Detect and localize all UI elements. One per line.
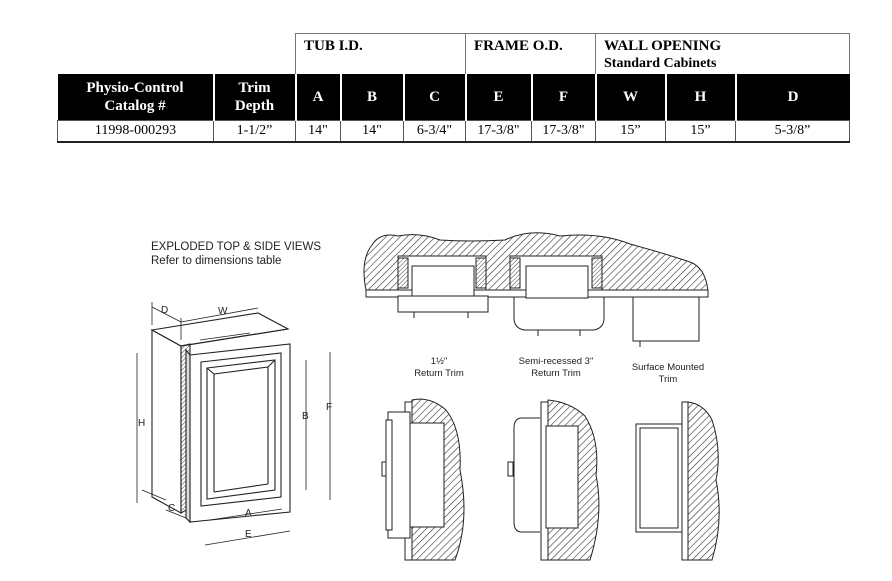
dim-label-h: H xyxy=(138,418,145,429)
dim-label-e: E xyxy=(245,529,252,540)
column-header: B xyxy=(339,73,404,120)
column-header: E xyxy=(464,73,532,120)
side-view-1 xyxy=(381,398,465,561)
table-cell: 15” xyxy=(665,119,736,143)
table-cell: 6-3/4" xyxy=(403,119,466,143)
table-cell: 17-3/8" xyxy=(531,119,596,143)
table-cell: 14" xyxy=(340,119,404,143)
trim-caption-2: Semi-recessed 3"Return Trim xyxy=(518,356,594,379)
table-cell: 5-3/8” xyxy=(735,119,850,143)
dim-label-b: B xyxy=(302,411,309,422)
drawing-title: EXPLODED TOP & SIDE VIEWS Refer to dimen… xyxy=(151,241,322,267)
exploded-cabinet xyxy=(136,302,331,546)
dim-label-c: C xyxy=(168,503,175,514)
group-frame-od: FRAME O.D. xyxy=(465,33,596,74)
dim-label-f: F xyxy=(326,402,332,413)
table-cell: 17-3/8" xyxy=(465,119,532,143)
column-header: A xyxy=(294,73,341,120)
side-view-2 xyxy=(507,399,600,561)
group-tub-id: TUB I.D. xyxy=(295,33,466,74)
top-view-wall xyxy=(363,232,709,347)
column-header: C xyxy=(402,73,466,120)
table-cell: 1-1/2” xyxy=(213,119,296,143)
column-header: D xyxy=(734,73,850,120)
table-cell: 11998-000293 xyxy=(57,119,214,143)
column-header: F xyxy=(530,73,596,120)
side-view-3 xyxy=(635,401,720,561)
trim-caption-1: 1½"Return Trim xyxy=(414,356,464,379)
dim-label-w: W xyxy=(218,306,228,317)
dim-label-a: A xyxy=(245,508,252,519)
column-header: W xyxy=(594,73,666,120)
dim-label-d: D xyxy=(161,305,168,316)
column-header: H xyxy=(664,73,736,120)
